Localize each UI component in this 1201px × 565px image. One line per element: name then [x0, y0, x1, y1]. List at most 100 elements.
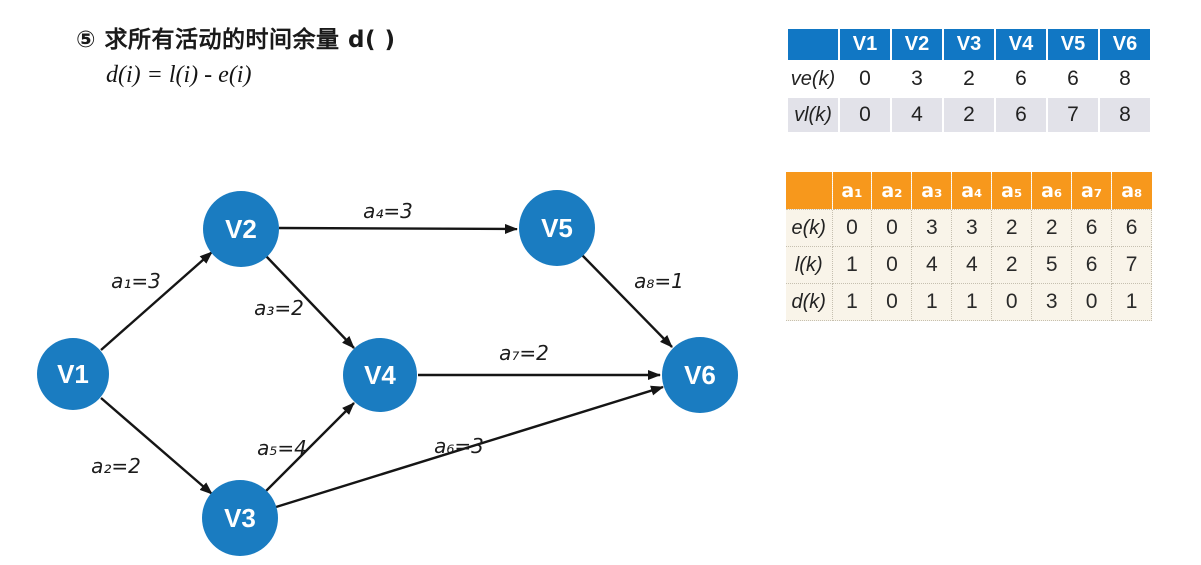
l-a4: 4	[951, 246, 993, 284]
e-row-label: e(k)	[786, 209, 833, 247]
vl-V4: 6	[996, 98, 1046, 132]
ve-V1: 0	[859, 67, 871, 90]
edge-label-a8: a₈=1	[634, 269, 684, 293]
l-a1: 1	[831, 246, 873, 284]
vl-row: vl(k) 0 4 2 6 7 8	[788, 98, 1150, 132]
d-a7: 0	[1071, 283, 1113, 321]
e-a6: 2	[1031, 209, 1073, 247]
col-header-V1: V1	[840, 29, 890, 60]
col-header-V5: V5	[1048, 29, 1098, 60]
d-row-label: d(k)	[786, 283, 833, 321]
col-header-a5: a₅	[991, 172, 1032, 210]
edge-label-a7: a₇=2	[499, 341, 549, 365]
activity-corner-cell	[786, 172, 832, 210]
node-V5: V5	[519, 190, 595, 266]
l-row: l(k) 1 0 4 4 2 5 6 7	[786, 246, 1152, 284]
node-V5-label: V5	[541, 213, 573, 243]
e-a5: 2	[991, 209, 1033, 247]
d-a4: 1	[951, 283, 993, 321]
l-a7: 6	[1071, 246, 1113, 284]
col-header-a4: a₄	[951, 172, 992, 210]
edge-a1-V1-V2	[100, 251, 213, 351]
l-a5: 2	[991, 246, 1033, 284]
node-V3: V3	[202, 480, 278, 556]
ve-vl-table: V1 V2 V3 V4 V5 V6 ve(k) 0 3 2 6 6 8 vl(k…	[786, 27, 1152, 134]
d-a1: 1	[831, 283, 873, 321]
node-V3-circle	[202, 480, 278, 556]
activity-table: a₁ a₂ a₃ a₄ a₅ a₆ a₇ a₈ e(k) 0 0 3 3 2 2…	[786, 172, 1152, 321]
edge-group	[100, 223, 673, 509]
node-group: V1 V2 V3 V4 V5 V6	[37, 190, 738, 556]
col-header-V2: V2	[892, 29, 942, 60]
aoe-network-diagram: a₁=3 a₂=2 a₃=2 a₄=3 a₅=4 a₆=3 a₇=2 a₈=1 …	[37, 190, 738, 556]
edge-label-a5: a₅=4	[257, 436, 307, 460]
node-V2-label: V2	[225, 214, 257, 244]
edge-label-a4: a₄=3	[363, 199, 413, 223]
edge-a5-V3-V4	[265, 402, 355, 492]
col-header-V6: V6	[1100, 29, 1150, 60]
d-a5: 0	[991, 283, 1033, 321]
edge-a8-V5-V6	[581, 254, 673, 348]
slack-formula: d(i) = l(i) - e(i)	[106, 62, 252, 88]
edge-label-a6: a₆=3	[434, 434, 484, 458]
node-V4-label: V4	[364, 360, 396, 390]
edge-a3-V2-V4	[265, 255, 355, 349]
d-a2: 0	[871, 283, 913, 321]
l-a8: 7	[1111, 246, 1152, 284]
l-row-label: l(k)	[786, 246, 833, 284]
node-V2: V2	[203, 191, 279, 267]
col-header-a7: a₇	[1071, 172, 1112, 210]
col-header-a8: a₈	[1111, 172, 1152, 210]
node-V6-circle	[662, 337, 738, 413]
d-a8: 1	[1111, 283, 1152, 321]
col-header-V3: V3	[944, 29, 994, 60]
ve-V5: 6	[1067, 67, 1079, 90]
e-a2: 0	[871, 209, 913, 247]
node-V6-label: V6	[684, 360, 716, 390]
ve-row: ve(k) 0 3 2 6 6 8	[788, 62, 1150, 96]
l-a6: 5	[1031, 246, 1073, 284]
l-a2: 0	[871, 246, 913, 284]
edge-label-a3: a₃=2	[254, 296, 304, 320]
vl-V3: 2	[944, 98, 994, 132]
ve-vl-corner-cell	[788, 29, 838, 60]
d-row: d(k) 1 0 1 1 0 3 0 1	[786, 283, 1152, 321]
d-a3: 1	[911, 283, 953, 321]
node-V2-circle	[203, 191, 279, 267]
node-V1: V1	[37, 338, 109, 410]
edge-a6-V3-V6	[275, 385, 664, 509]
e-a1: 0	[831, 209, 873, 247]
edge-a2-V1-V3	[100, 397, 213, 495]
e-a3: 3	[911, 209, 953, 247]
ve-V6: 8	[1119, 67, 1131, 90]
ve-vl-header-row: V1 V2 V3 V4 V5 V6	[788, 29, 1150, 60]
page-title: ⑤ 求所有活动的时间余量 d( )	[76, 27, 396, 53]
vl-V6: 8	[1100, 98, 1150, 132]
col-header-a6: a₆	[1031, 172, 1072, 210]
node-V1-circle	[37, 338, 109, 410]
l-a3: 4	[911, 246, 953, 284]
e-a8: 6	[1111, 209, 1152, 247]
ve-row-label: ve(k)	[790, 67, 836, 90]
e-row: e(k) 0 0 3 3 2 2 6 6	[786, 209, 1152, 247]
ve-V4: 6	[1015, 67, 1027, 90]
activity-header-row: a₁ a₂ a₃ a₄ a₅ a₆ a₇ a₈	[786, 172, 1152, 210]
node-V6: V6	[662, 337, 738, 413]
ve-V2: 3	[911, 67, 923, 90]
col-header-a2: a₂	[871, 172, 912, 210]
e-a4: 3	[951, 209, 993, 247]
ve-V3: 2	[963, 67, 975, 90]
edge-label-a1: a₁=3	[111, 269, 161, 293]
vl-V5: 7	[1048, 98, 1098, 132]
node-V5-circle	[519, 190, 595, 266]
node-V4: V4	[343, 338, 417, 412]
node-V3-label: V3	[224, 503, 256, 533]
edge-label-a2: a₂=2	[91, 454, 141, 478]
col-header-V4: V4	[996, 29, 1046, 60]
edge-label-group: a₁=3 a₂=2 a₃=2 a₄=3 a₅=4 a₆=3 a₇=2 a₈=1	[91, 199, 684, 478]
col-header-a1: a₁	[831, 172, 872, 210]
e-a7: 6	[1071, 209, 1113, 247]
vl-V2: 4	[892, 98, 942, 132]
vl-row-label: vl(k)	[788, 98, 838, 132]
